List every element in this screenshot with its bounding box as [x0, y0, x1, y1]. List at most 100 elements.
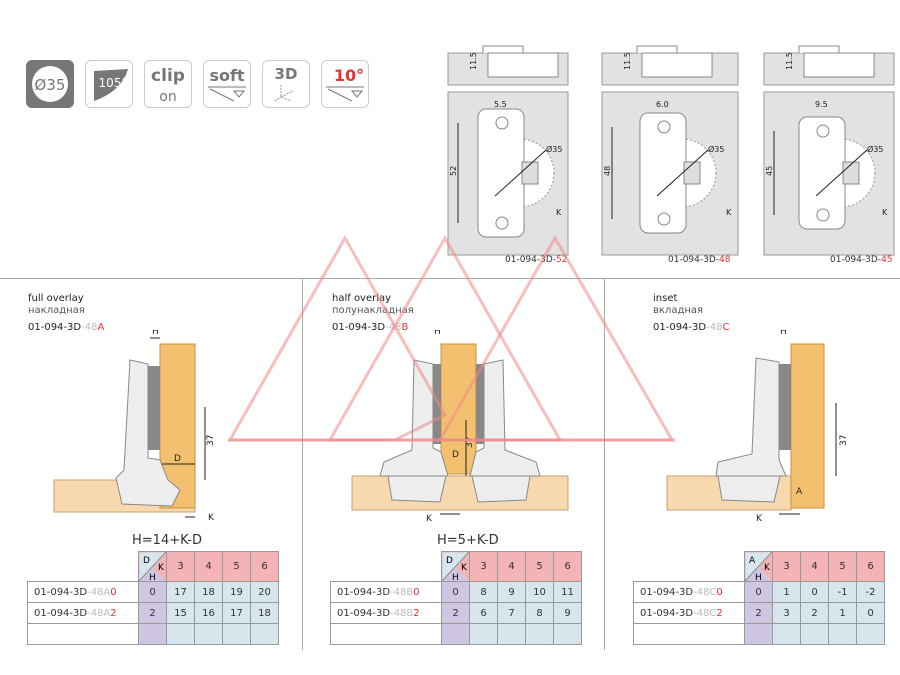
value-cell: 8 — [469, 581, 498, 603]
value-cell: 18 — [250, 602, 279, 624]
svg-text:on: on — [159, 89, 176, 105]
svg-text:Ø35: Ø35 — [35, 76, 66, 94]
k-header: 4 — [194, 551, 223, 582]
value-cell: -1 — [828, 581, 857, 603]
formula-half-overlay: H=5+K-D — [437, 533, 499, 548]
svg-text:K: K — [208, 513, 215, 523]
svg-text:soft: soft — [209, 66, 244, 85]
value-cell: 17 — [166, 581, 195, 603]
value-cell: -2 — [856, 581, 885, 603]
row-code: 01-094-3D-48C0 — [633, 581, 745, 603]
svg-text:H: H — [434, 330, 441, 337]
svg-text:K: K — [461, 563, 468, 573]
svg-text:52: 52 — [449, 166, 458, 176]
k-header: 4 — [497, 551, 526, 582]
value-cell: 15 — [166, 602, 195, 624]
svg-text:37: 37 — [839, 435, 849, 446]
svg-text:11.5: 11.5 — [623, 52, 632, 70]
plate-code-48: 01-094-3D-48 — [668, 255, 731, 265]
value-cell: 0 — [856, 602, 885, 624]
svg-text:45: 45 — [765, 166, 774, 176]
svg-text:H: H — [452, 573, 459, 581]
h-value: 0 — [744, 581, 773, 603]
divider — [604, 278, 605, 650]
opening-angle-icon: 105° — [85, 60, 133, 108]
svg-text:A: A — [749, 556, 756, 566]
row-code: 01-094-3D-48A2 — [27, 602, 139, 624]
formula-full-overlay: H=14+K-D — [132, 533, 202, 548]
svg-text:K: K — [556, 208, 562, 217]
svg-text:H: H — [780, 330, 787, 337]
row-code: 01-094-3D-48B2 — [330, 602, 442, 624]
value-cell: 0 — [800, 581, 829, 603]
svg-text:105°: 105° — [99, 76, 128, 90]
value-cell: 18 — [194, 581, 223, 603]
k-header: 3 — [469, 551, 498, 582]
3d-adjust-icon: 3D — [262, 60, 310, 108]
svg-text:K: K — [764, 563, 771, 573]
value-cell: 8 — [525, 602, 554, 624]
h-value: 2 — [138, 602, 167, 624]
k-header: 6 — [856, 551, 885, 582]
svg-text:H: H — [152, 330, 159, 337]
row-code: 01-094-3D-48C2 — [633, 602, 745, 624]
k-header: 3 — [166, 551, 195, 582]
value-cell: 17 — [222, 602, 251, 624]
value-cell: 6 — [469, 602, 498, 624]
part-number: 01-094-3D-48A — [28, 322, 105, 333]
value-cell: 9 — [497, 581, 526, 603]
plate-code-52: 01-094-3D-52 — [505, 255, 568, 265]
h-value: 0 — [138, 581, 167, 603]
value-cell: 11 — [553, 581, 582, 603]
divider — [0, 278, 900, 279]
svg-text:D: D — [446, 556, 453, 566]
svg-text:D: D — [143, 556, 150, 566]
value-cell: 2 — [800, 602, 829, 624]
row-code: 01-094-3D-48A0 — [27, 581, 139, 603]
k-header: 6 — [250, 551, 279, 582]
svg-text:K: K — [756, 514, 763, 524]
svg-text:K: K — [726, 208, 732, 217]
divider — [302, 278, 303, 650]
svg-text:37: 37 — [465, 437, 475, 448]
value-cell: 19 — [222, 581, 251, 603]
k-header: 3 — [772, 551, 801, 582]
svg-text:9.5: 9.5 — [815, 100, 828, 109]
svg-text:5.5: 5.5 — [494, 100, 507, 109]
svg-text:11.5: 11.5 — [785, 52, 794, 70]
svg-text:3D: 3D — [275, 65, 298, 83]
svg-text:48: 48 — [603, 166, 612, 176]
k-header: 5 — [828, 551, 857, 582]
k-header: 5 — [525, 551, 554, 582]
cup-diameter-icon: Ø35 — [26, 60, 74, 108]
part-number: 01-094-3D-48C — [653, 322, 730, 333]
value-cell: 1 — [828, 602, 857, 624]
h-value: 2 — [441, 602, 470, 624]
svg-text:Ø35: Ø35 — [546, 144, 562, 154]
value-cell: 10 — [525, 581, 554, 603]
inset-drawing: H 37 A K — [666, 330, 849, 524]
angle-icon: 10° — [321, 60, 369, 108]
k-header: 5 — [222, 551, 251, 582]
svg-text:K: K — [158, 563, 165, 573]
svg-text:D: D — [452, 450, 459, 460]
value-cell: 16 — [194, 602, 223, 624]
row-code: 01-094-3D-48B0 — [330, 581, 442, 603]
value-cell: 1 — [772, 581, 801, 603]
